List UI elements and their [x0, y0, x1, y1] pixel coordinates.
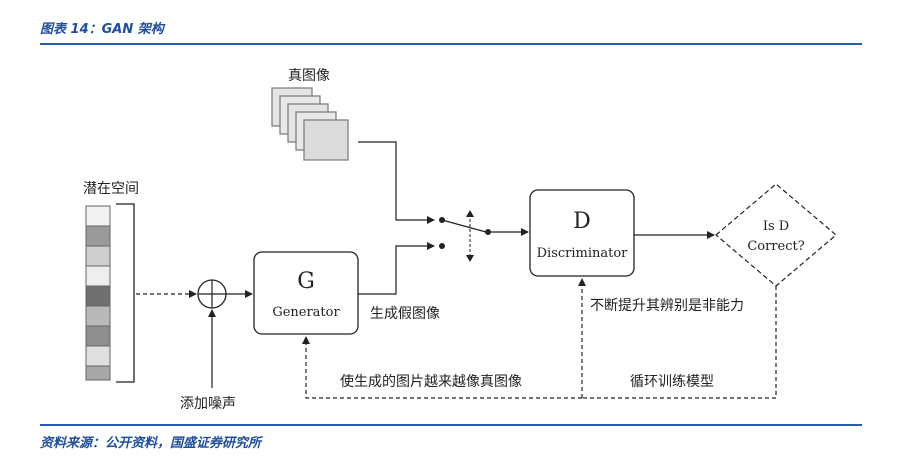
real-images-label: 真图像	[288, 68, 330, 84]
add-noise-label: 添加噪声	[180, 396, 236, 412]
noise-adder	[197, 279, 227, 309]
discriminator-letter: D	[573, 209, 591, 234]
source-note: 资料来源：公开资料，国盛证券研究所	[40, 436, 262, 451]
decision-diamond	[715, 183, 837, 287]
latent-bracket	[116, 203, 135, 383]
generator-letter: G	[297, 269, 315, 294]
input-switch	[439, 210, 491, 262]
figure-caption: 图表 14：GAN 架构	[40, 22, 164, 37]
discriminator-name: Discriminator	[537, 246, 629, 261]
generator-feedback-arrow	[302, 336, 582, 399]
latent-vector	[85, 205, 111, 381]
latent-space-label: 潜在空间	[83, 181, 139, 197]
training-loop-line	[582, 286, 777, 399]
discriminator-box	[529, 189, 635, 277]
real-images-arrow	[358, 141, 435, 224]
top-divider	[40, 43, 862, 45]
discriminator-improve-label: 不断提升其辨别是非能力	[590, 298, 744, 314]
generator-feedback-label: 使生成的图片越来越像真图像	[340, 373, 522, 390]
decision-line-1: Is D	[763, 219, 789, 234]
generator-box	[253, 251, 359, 335]
bottom-divider	[40, 424, 862, 426]
fake-images-label: 生成假图像	[370, 306, 440, 322]
real-images-stack	[271, 87, 349, 161]
generator-name: Generator	[272, 305, 340, 320]
decision-line-2: Correct?	[747, 239, 804, 254]
generator-output-arrow	[358, 242, 435, 295]
training-loop-label: 循环训练模型	[630, 374, 714, 390]
